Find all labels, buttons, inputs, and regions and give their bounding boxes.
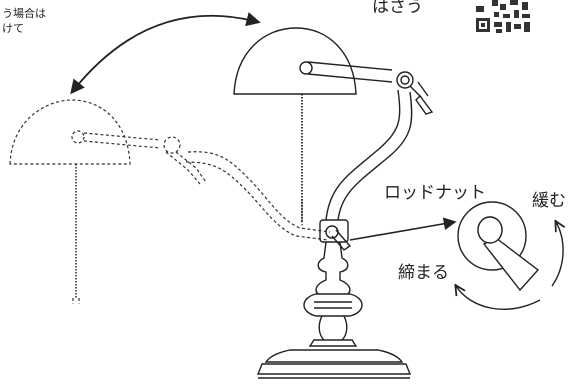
tighten-arc [456,286,541,310]
solid-lamp [233,27,434,379]
arm-joint [396,71,414,89]
dashed-stem [187,151,331,233]
dashed-shade [9,99,131,165]
shade-pivot [299,61,313,75]
loosen-arc [551,222,563,287]
lamp-column [315,241,327,295]
note-line-1: う場合は [2,7,46,20]
top-partial-label: はさう [372,0,423,17]
detail-lever [482,237,540,292]
rod-nut-label: ロッドナット [384,183,486,203]
rod-nut [319,219,349,243]
detail-outer-ring [457,201,527,271]
lamp-stem [325,89,401,221]
tighten-label: 締まる [398,263,449,283]
dashed-lamp-position [9,99,331,304]
lamp-shade [233,27,357,95]
pointer-arrow [349,217,457,241]
lamp-base [264,349,404,363]
qr-code-fragment [472,0,532,36]
rod-nut-detail [456,201,563,310]
note-line-2: けて [2,22,24,35]
loosen-label: 緩む [532,191,566,211]
dashed-shade-pivot [71,130,85,144]
swing-arrow [70,12,261,95]
